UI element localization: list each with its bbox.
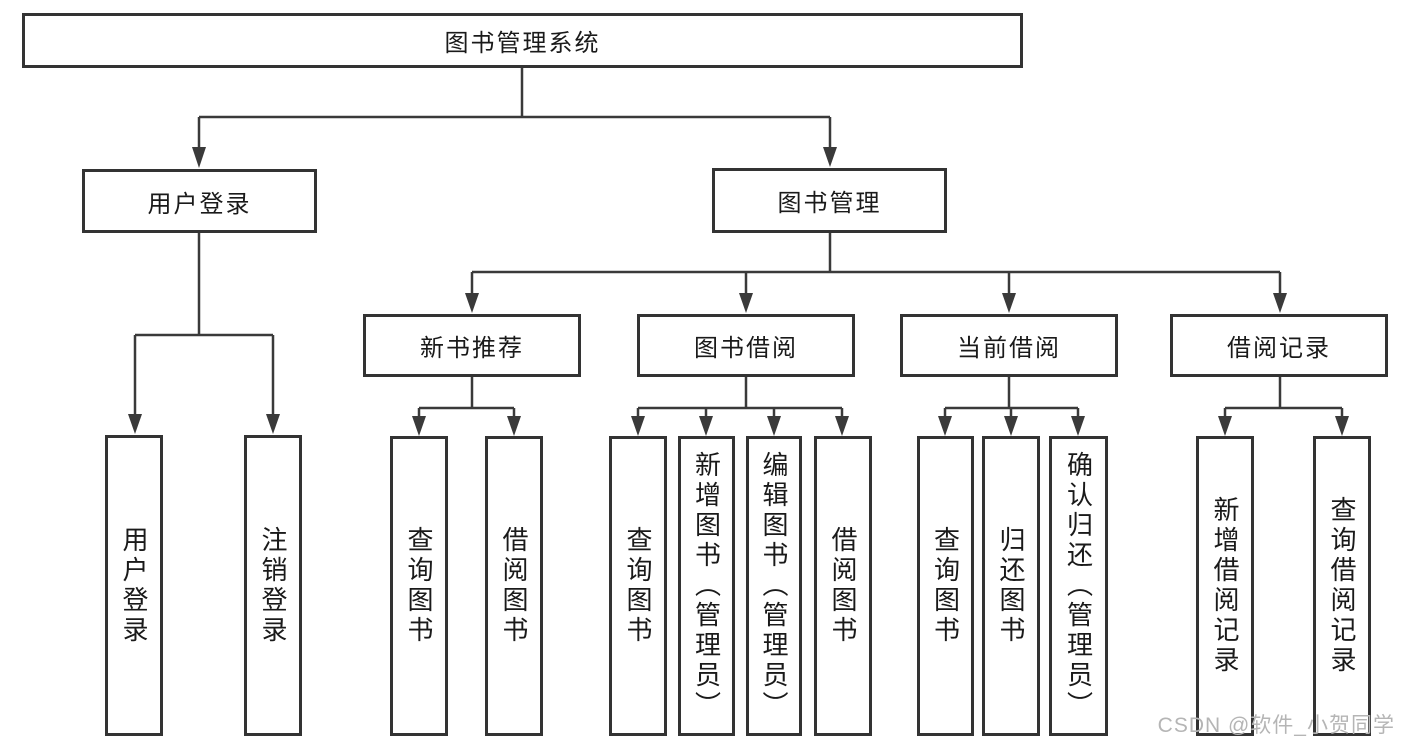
node-recommend-borrow-books-label: 借阅图书: [499, 526, 529, 646]
node-borrowing-records: 借阅记录: [1170, 314, 1388, 377]
node-recommend-borrow-books: 借阅图书: [485, 436, 543, 736]
node-return-books: 归还图书: [982, 436, 1040, 736]
node-book-management: 图书管理: [712, 168, 947, 233]
node-library-system: 图书管理系统: [22, 13, 1023, 68]
node-query-borrow-record: 查询借阅记录: [1313, 436, 1371, 736]
node-recommend-query-books-label: 查询图书: [404, 526, 434, 646]
node-add-borrow-record-label: 新增借阅记录: [1210, 496, 1240, 676]
node-add-borrow-record: 新增借阅记录: [1196, 436, 1254, 736]
node-leaf-logout: 注销登录: [244, 435, 302, 736]
node-current-query-books: 查询图书: [917, 436, 974, 736]
node-borrowing-borrow-books: 借阅图书: [814, 436, 872, 736]
watermark: CSDN @软件_小贺同学: [1157, 714, 1395, 737]
node-query-borrow-record-label: 查询借阅记录: [1327, 496, 1357, 676]
node-edit-book-admin: 编辑图书（管理员）: [746, 436, 802, 736]
node-book-borrowing: 图书借阅: [637, 314, 855, 377]
node-book-management-label: 图书管理: [777, 190, 882, 217]
node-new-book-recommend-label: 新书推荐: [420, 335, 524, 362]
node-leaf-logout-label: 注销登录: [258, 525, 288, 646]
node-confirm-return-admin-label: 确认归还（管理员）: [1063, 451, 1094, 721]
node-add-book-admin: 新增图书（管理员）: [678, 436, 735, 736]
node-borrowing-records-label: 借阅记录: [1227, 335, 1331, 362]
node-edit-book-admin-label: 编辑图书（管理员）: [759, 451, 789, 721]
node-current-borrowing-label: 当前借阅: [957, 335, 1061, 362]
node-borrowing-query-books: 查询图书: [609, 436, 667, 736]
node-confirm-return-admin: 确认归还（管理员）: [1049, 436, 1108, 736]
node-borrowing-borrow-books-label: 借阅图书: [828, 526, 858, 646]
node-current-query-books-label: 查询图书: [930, 526, 961, 646]
node-recommend-query-books: 查询图书: [390, 436, 448, 736]
node-leaf-user-login: 用户登录: [105, 435, 163, 736]
node-book-borrowing-label: 图书借阅: [694, 335, 798, 362]
node-leaf-user-login-label: 用户登录: [119, 525, 149, 646]
node-new-book-recommend: 新书推荐: [363, 314, 581, 377]
node-borrowing-query-books-label: 查询图书: [623, 526, 653, 646]
node-current-borrowing: 当前借阅: [900, 314, 1118, 377]
node-user-login-label: 用户登录: [147, 190, 252, 218]
node-return-books-label: 归还图书: [996, 526, 1026, 646]
node-add-book-admin-label: 新增图书（管理员）: [691, 451, 722, 721]
node-library-system-label: 图书管理系统: [444, 30, 601, 57]
node-user-login: 用户登录: [82, 169, 317, 233]
